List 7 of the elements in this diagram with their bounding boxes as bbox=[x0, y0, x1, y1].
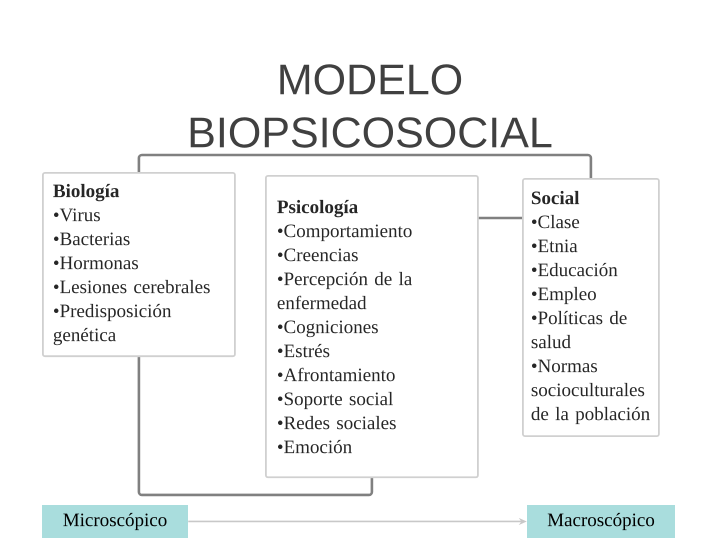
scale-box: Microscópico bbox=[42, 504, 188, 538]
list-box: Social •Clase •Etnia •Educación •Empleo •Políticas de salud •Normas socioculturales de la población bbox=[522, 178, 660, 438]
list-box: Biología •Virus •Bacterias •Hormonas •Lesiones cerebrales •Predisposición genética bbox=[42, 172, 236, 358]
connector-line bbox=[478, 216, 522, 220]
list-box: Psicología •Comportamiento •Creencias •Percepción de la enfermedad •Cogniciones •Estrés •Afrontamiento •Soporte social •Redes sociales •Emoción bbox=[265, 174, 479, 478]
scale-box: Macroscópico bbox=[527, 504, 675, 538]
title: MODELO BIOPSICOSOCIAL bbox=[190, 64, 552, 148]
